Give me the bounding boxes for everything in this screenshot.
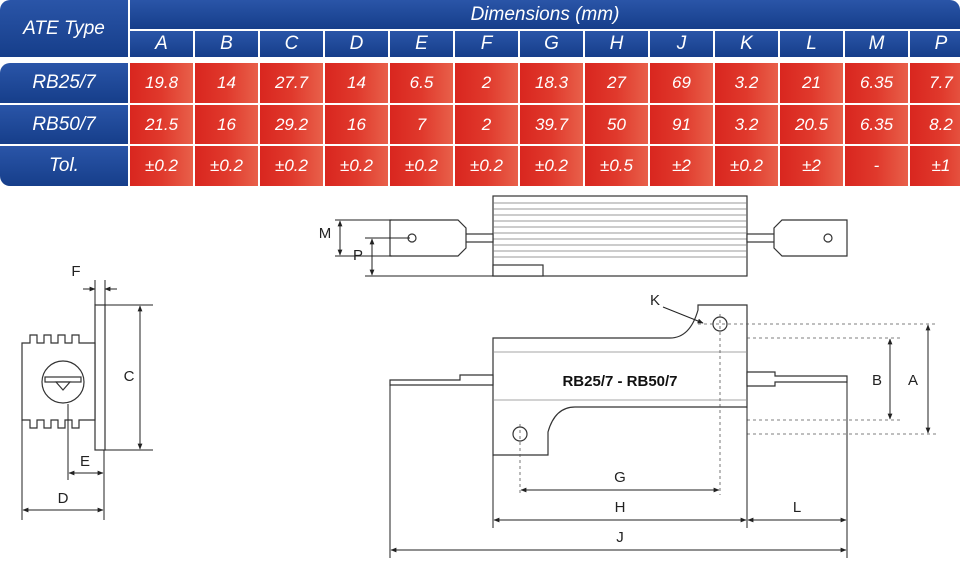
- end-view-flange: [94, 304, 106, 451]
- part-label: RB25/7 - RB50/7: [562, 373, 677, 390]
- table-cell: 16: [195, 105, 258, 144]
- dim-m-label: M: [319, 225, 332, 242]
- column-header: M: [845, 31, 908, 57]
- dim-p-label: P: [353, 247, 363, 264]
- table-cell: 14: [195, 63, 258, 103]
- top-right-terminal: [773, 219, 848, 257]
- end-view: [21, 304, 106, 451]
- side-left-lead: [389, 374, 494, 386]
- table-cell: -: [845, 146, 908, 186]
- dim-d-label: D: [58, 490, 69, 507]
- table-cell: 18.3: [520, 63, 583, 103]
- table-cell: 16: [325, 105, 388, 144]
- table-cell: 27.7: [260, 63, 323, 103]
- column-header: L: [780, 31, 843, 57]
- table-cell: 14: [325, 63, 388, 103]
- table-cell: 21.5: [130, 105, 193, 144]
- table-cell: ±0.2: [325, 146, 388, 186]
- top-view-body: [492, 195, 748, 277]
- table-cell: ±0.2: [195, 146, 258, 186]
- column-header: A: [130, 31, 193, 57]
- column-header: G: [520, 31, 583, 57]
- table-cell: ±0.2: [260, 146, 323, 186]
- table-cell: 21: [780, 63, 843, 103]
- table-cell: 91: [650, 105, 713, 144]
- table-cell: 69: [650, 63, 713, 103]
- table-cell: 20.5: [780, 105, 843, 144]
- dim-a-label: A: [908, 372, 918, 389]
- ate-type-header: ATE Type: [0, 0, 128, 57]
- column-header: P: [910, 31, 960, 57]
- dim-l-label: L: [793, 499, 801, 516]
- dim-k-label: K: [650, 292, 660, 309]
- table-cell: ±1: [910, 146, 960, 186]
- dim-c-label: C: [124, 368, 135, 385]
- table-cell: ±0.2: [520, 146, 583, 186]
- table-cell: ±0.2: [390, 146, 453, 186]
- column-header: B: [195, 31, 258, 57]
- dim-g-label: G: [614, 469, 626, 486]
- dim-h-label: H: [615, 499, 626, 516]
- dim-j-label: J: [616, 529, 624, 546]
- center-lines: [519, 314, 938, 495]
- dimensions-header: Dimensions (mm): [130, 0, 960, 29]
- table-cell: ±0.2: [130, 146, 193, 186]
- table-cell: ±0.5: [585, 146, 648, 186]
- table-cell: 50: [585, 105, 648, 144]
- table-cell: 2: [455, 63, 518, 103]
- column-header: D: [325, 31, 388, 57]
- top-view-fins: [493, 202, 747, 258]
- column-header: C: [260, 31, 323, 57]
- table-cell: 7.7: [910, 63, 960, 103]
- table-cell: 8.2: [910, 105, 960, 144]
- table-cell: ±0.2: [455, 146, 518, 186]
- table-cell: 6.35: [845, 63, 908, 103]
- table-cell: 27: [585, 63, 648, 103]
- table-cell: 3.2: [715, 63, 778, 103]
- top-view: [389, 195, 848, 277]
- table-cell: ±2: [780, 146, 843, 186]
- dim-b-label: B: [872, 372, 882, 389]
- column-header: H: [585, 31, 648, 57]
- row-label: RB25/7: [0, 63, 128, 103]
- table-cell: 39.7: [520, 105, 583, 144]
- table-cell: ±2: [650, 146, 713, 186]
- row-label: Tol.: [0, 146, 128, 186]
- column-header: K: [715, 31, 778, 57]
- column-header: J: [650, 31, 713, 57]
- table-cell: 7: [390, 105, 453, 144]
- table-cell: 6.5: [390, 63, 453, 103]
- dim-e-label: E: [80, 453, 90, 470]
- table-cell: 6.35: [845, 105, 908, 144]
- column-header: E: [390, 31, 453, 57]
- table-cell: 29.2: [260, 105, 323, 144]
- row-label: RB50/7: [0, 105, 128, 144]
- dim-f-label: F: [71, 263, 80, 280]
- table-cell: ±0.2: [715, 146, 778, 186]
- table-cell: 19.8: [130, 63, 193, 103]
- side-right-lead: [746, 371, 848, 387]
- column-header: F: [455, 31, 518, 57]
- table-cell: 2: [455, 105, 518, 144]
- table-cell: 3.2: [715, 105, 778, 144]
